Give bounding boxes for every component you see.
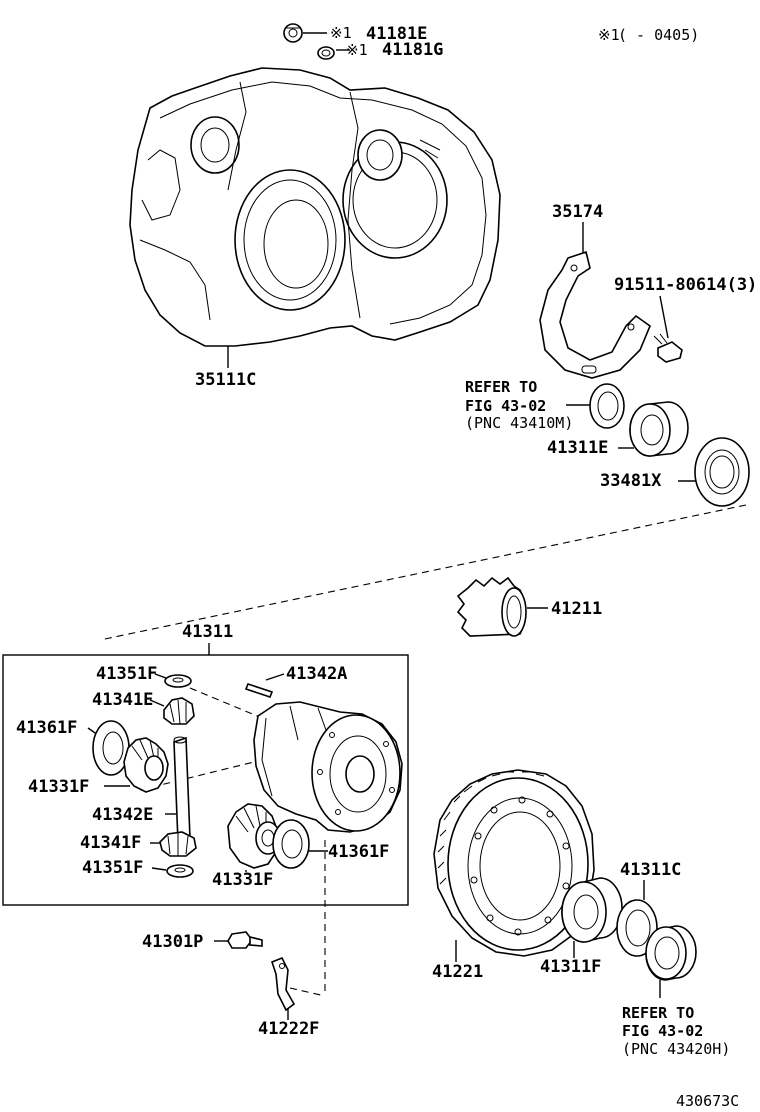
label-41221[interactable]: 41221 xyxy=(432,962,483,982)
label-41361F-left[interactable]: 41361F xyxy=(16,718,77,738)
plug-41181E[interactable] xyxy=(283,23,303,43)
ref-bottom-line2: FIG 43-02 xyxy=(622,1022,703,1040)
ref-top-line3: (PNC 43410M) xyxy=(465,414,573,432)
washer-41361F-left[interactable] xyxy=(92,720,130,776)
note-mark-1: ※1 xyxy=(330,24,352,42)
gasket-41181G[interactable] xyxy=(317,46,335,60)
transaxle-housing-35111C[interactable] xyxy=(129,67,501,347)
side-gear-41331F-left[interactable] xyxy=(123,737,169,793)
bearing-41311F[interactable] xyxy=(561,877,623,943)
differential-assembly-box xyxy=(2,654,409,906)
washer-41351F-top[interactable] xyxy=(164,674,192,688)
pinion-41341E[interactable] xyxy=(163,697,195,725)
label-35174[interactable]: 35174 xyxy=(552,202,603,222)
bearing-33481X[interactable] xyxy=(694,437,750,507)
shaft-41342E[interactable] xyxy=(173,736,191,844)
differential-case[interactable] xyxy=(253,701,403,833)
label-41361F-right[interactable]: 41361F xyxy=(328,842,389,862)
ring-gear-41221[interactable] xyxy=(433,769,595,957)
label-41311[interactable]: 41311 xyxy=(182,622,233,642)
washer-41361F-right[interactable] xyxy=(272,819,310,869)
diagram-code: 430673C xyxy=(676,1092,739,1110)
bolt-41301P[interactable] xyxy=(227,931,263,949)
ref-top-line1: REFER TO xyxy=(465,378,537,396)
gear-41211[interactable] xyxy=(456,576,527,637)
label-41351F-top[interactable]: 41351F xyxy=(96,664,157,684)
washer-41351F-bottom[interactable] xyxy=(166,864,194,878)
label-41181G[interactable]: 41181G xyxy=(382,40,443,60)
label-41351F-bottom[interactable]: 41351F xyxy=(82,858,143,878)
bearing-41311E[interactable] xyxy=(629,401,689,457)
note-symbol: ※1 xyxy=(598,26,620,44)
label-41181E[interactable]: 41181E xyxy=(366,24,427,44)
label-41331F-right[interactable]: 41331F xyxy=(212,870,273,890)
label-35111C[interactable]: 35111C xyxy=(195,370,256,390)
seal-43410M[interactable] xyxy=(589,383,625,429)
label-41342E[interactable]: 41342E xyxy=(92,805,153,825)
label-41311E[interactable]: 41311E xyxy=(547,438,608,458)
label-91511-80614[interactable]: 91511-80614(3) xyxy=(614,275,757,295)
lock-plate-41222F[interactable] xyxy=(271,956,296,1012)
bolt-91511-80614[interactable] xyxy=(653,333,683,363)
pin-41342A[interactable] xyxy=(244,683,274,698)
label-41331F-left[interactable]: 41331F xyxy=(28,777,89,797)
note-range: ( - 0405) xyxy=(618,26,699,44)
label-41341F[interactable]: 41341F xyxy=(80,833,141,853)
label-41301P[interactable]: 41301P xyxy=(142,932,203,952)
ref-bottom-line3: (PNC 43420H) xyxy=(622,1040,730,1058)
ref-top-line2: FIG 43-02 xyxy=(465,397,546,415)
pinion-41341F[interactable] xyxy=(159,831,197,857)
label-41311F[interactable]: 41311F xyxy=(540,957,601,977)
seal-43420H[interactable] xyxy=(645,925,697,981)
label-41211[interactable]: 41211 xyxy=(551,599,602,619)
label-41311C[interactable]: 41311C xyxy=(620,860,681,880)
label-41341E[interactable]: 41341E xyxy=(92,690,153,710)
note-mark-2: ※1 xyxy=(346,41,368,59)
side-gear-41331F-right[interactable] xyxy=(227,803,281,869)
ref-bottom-line1: REFER TO xyxy=(622,1004,694,1022)
label-33481X[interactable]: 33481X xyxy=(600,471,662,491)
bracket-35174[interactable] xyxy=(539,250,651,379)
label-41342A[interactable]: 41342A xyxy=(286,664,347,684)
label-41222F[interactable]: 41222F xyxy=(258,1019,319,1039)
